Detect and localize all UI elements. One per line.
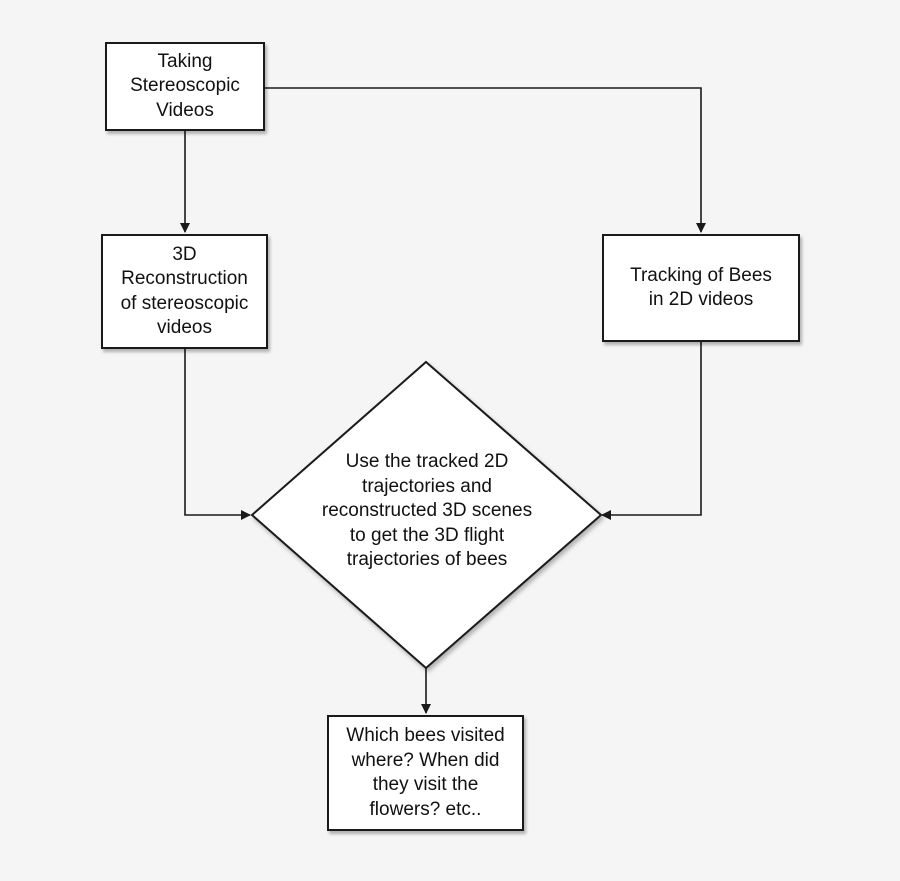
node-taking-stereoscopic-videos: Taking Stereoscopic Videos (105, 42, 265, 131)
arrow-tracking-to-decision (601, 342, 702, 520)
decision-label: Use the tracked 2D trajectories and reco… (321, 451, 533, 570)
node-taking-stereoscopic-videos-label: Taking Stereoscopic Videos (130, 50, 240, 121)
node-3d-reconstruction: 3D Reconstruction of stereoscopic videos (101, 234, 268, 349)
node-3d-reconstruction-label: 3D Reconstruction of stereoscopic videos (120, 243, 249, 339)
node-result-questions: Which bees visited where? When did they … (327, 715, 524, 831)
node-tracking-of-bees-label: Tracking of Bees in 2D videos (630, 264, 772, 311)
arrow-taking-to-tracking (265, 87, 706, 233)
node-result-questions-label: Which bees visited where? When did they … (346, 725, 505, 820)
node-tracking-of-bees: Tracking of Bees in 2D videos (602, 234, 800, 342)
arrow-reconstruction-to-decision (184, 349, 251, 520)
decision-diamond (250, 360, 603, 670)
